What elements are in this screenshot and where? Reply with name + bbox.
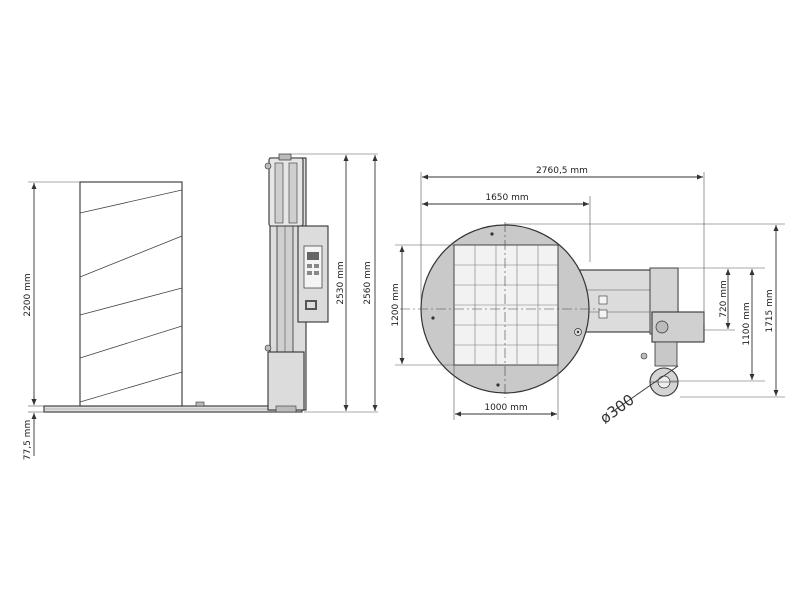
film-carriage xyxy=(268,157,304,227)
dim-load-height: 2200 mm xyxy=(23,273,33,316)
mast-base xyxy=(267,351,305,411)
dim-roll-diameter: ø300 xyxy=(596,391,637,428)
dim-base-height: 77,5 mm xyxy=(23,420,33,460)
pallet-load xyxy=(79,181,183,407)
base-foot xyxy=(195,401,205,407)
centerlines xyxy=(400,222,600,398)
dim-total-depth: 1715 mm xyxy=(765,289,775,332)
pallet-grid xyxy=(454,245,558,365)
top-view: 2760,5 mm 1650 mm 1200 mm 1000 mm 720 mm… xyxy=(391,166,785,427)
stretch-film-lines xyxy=(79,189,183,403)
side-view: 2200 mm 77,5 mm 2530 mm 2560 mm xyxy=(23,153,378,460)
dim-arm-depth: 1100 mm xyxy=(742,302,752,345)
dim-mast-height: 2530 mm xyxy=(336,261,346,304)
dim-arm-width: 720 mm xyxy=(719,280,729,318)
dim-total-height: 2560 mm xyxy=(363,261,373,304)
dim-pallet-depth: 1200 mm xyxy=(391,283,401,326)
dim-pallet-width: 1000 mm xyxy=(484,403,527,413)
dim-turntable-span: 1650 mm xyxy=(485,193,528,203)
dim-total-length: 2760,5 mm xyxy=(536,166,588,176)
